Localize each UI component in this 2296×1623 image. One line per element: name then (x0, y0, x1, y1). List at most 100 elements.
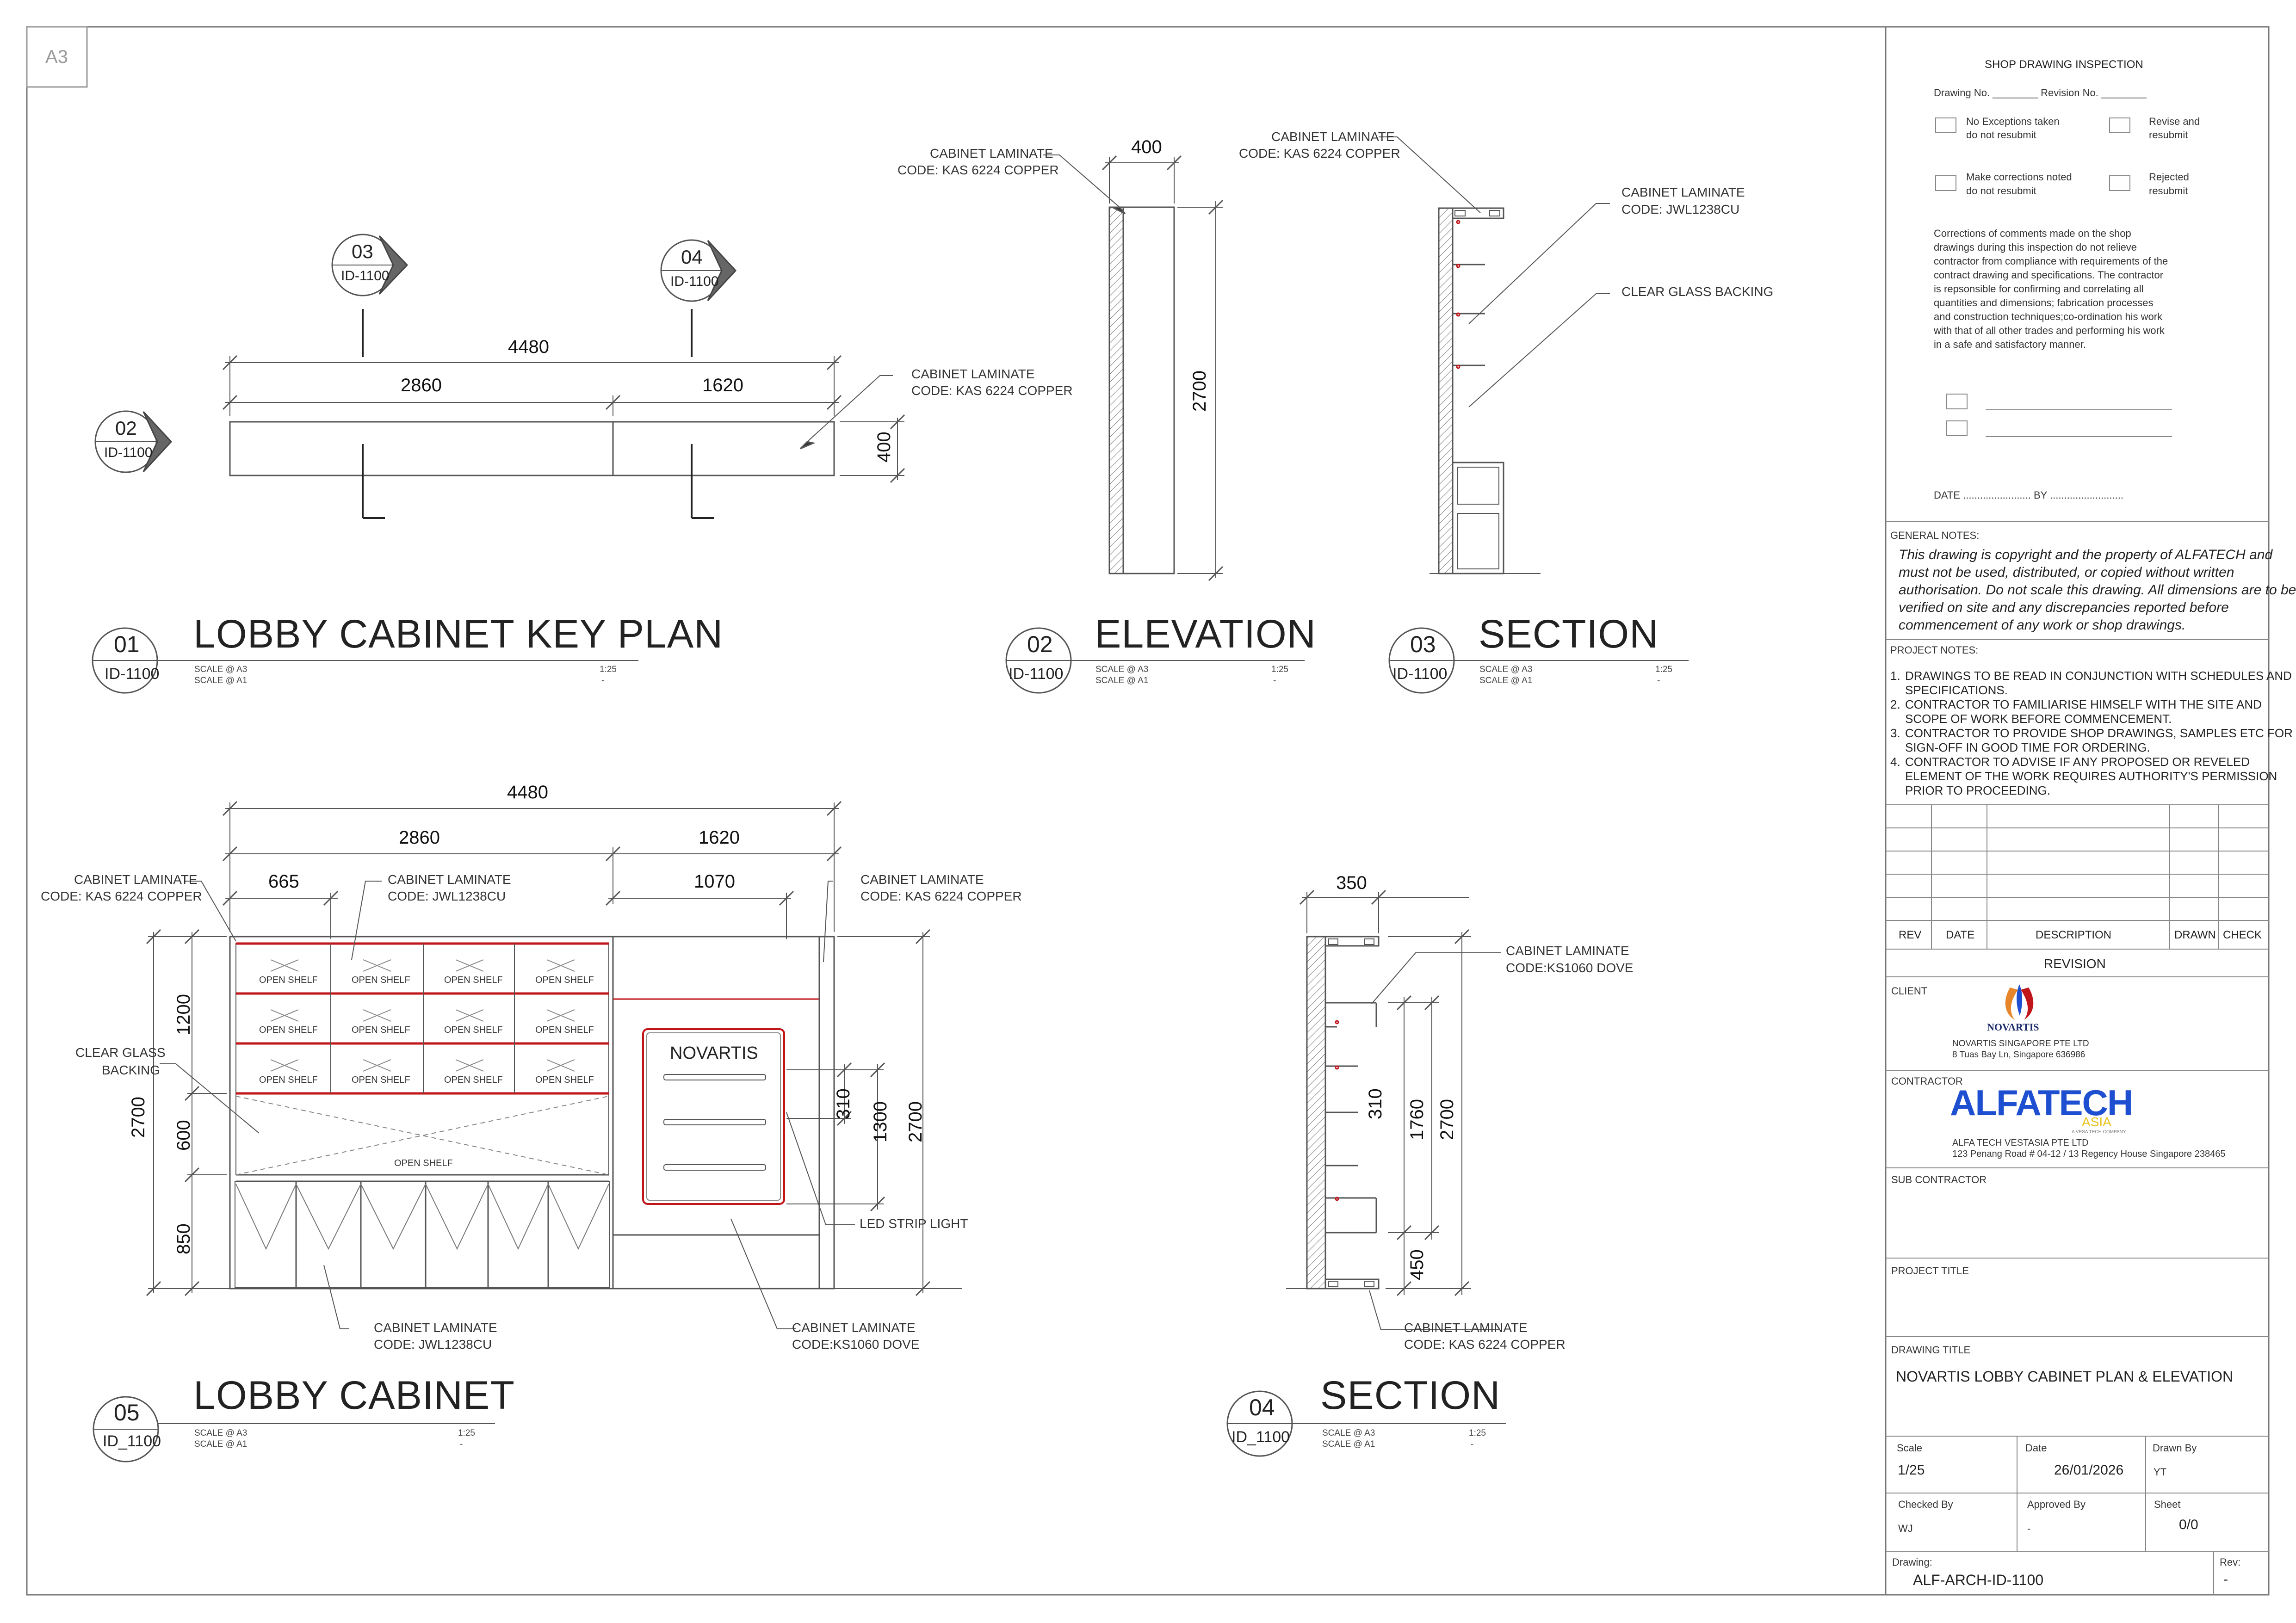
sec04-callout-bottom-line1: CABINET LAMINATE (1404, 1321, 1528, 1335)
project-note-number: 1. (1890, 669, 1900, 683)
project-note-line: DRAWINGS TO BE READ IN CONJUNCTION WITH … (1905, 669, 2292, 683)
project-note-line: CONTRACTOR TO PROVIDE SHOP DRAWINGS, SAM… (1905, 726, 2293, 740)
inspection-para-line: and construction techniques;co-ordinatio… (1934, 311, 2163, 322)
cab05-callout-topmid-line1: CABINET LAMINATE (388, 872, 511, 887)
view05-ratio: 1:25 (458, 1428, 475, 1438)
scale-label: Scale (1897, 1442, 1923, 1454)
contractor-logo-sub: ASIA (2082, 1115, 2111, 1129)
sec04-callout-top-line2: CODE:KS1060 DOVE (1506, 961, 1634, 975)
elev02-callout-line1: CABINET LAMINATE (930, 146, 1053, 160)
project-note-line: SCOPE OF WORK BEFORE COMMENCEMENT. (1905, 712, 2172, 726)
view05-ref: ID_1100 (103, 1432, 161, 1450)
inspection-opt1-line2: do not resubmit (1966, 129, 2036, 141)
view03-title: SECTION (1479, 612, 1659, 656)
client-label: CLIENT (1891, 985, 1928, 997)
cab05-callout-glass-line2: BACKING (102, 1063, 161, 1077)
cab05-callout-led: LED STRIP LIGHT (860, 1216, 968, 1231)
view02-ratio-a1: - (1273, 676, 1276, 685)
drawing-title-label: DRAWING TITLE (1891, 1344, 1971, 1356)
shelf-label: OPEN SHELF (259, 1075, 318, 1085)
contractor-name: ALFA TECH VESTASIA PTE LTD (1952, 1138, 2089, 1148)
view05-number: 05 (114, 1400, 140, 1426)
view03-ref: ID-1100 (1392, 665, 1448, 683)
cab05-callout-topright-line2: CODE: KAS 6224 COPPER (860, 889, 1022, 903)
view02-ref: ID-1100 (1009, 665, 1064, 683)
cab05-callout-topright-line1: CABINET LAMINATE (860, 872, 984, 887)
shelf-label: OPEN SHELF (535, 1025, 594, 1035)
sec04-c-dim: 2700 (1437, 1099, 1457, 1140)
cab05-r2-dim: 1300 (870, 1101, 891, 1142)
marker-03-num: 03 (352, 241, 373, 262)
cab05-callout-topmid-line2: CODE: JWL1238CU (388, 889, 506, 903)
elev02-height-dim: 2700 (1189, 370, 1210, 412)
project-title-label: PROJECT TITLE (1891, 1265, 1969, 1277)
cab05-callout-bottomleft-line2: CODE: JWL1238CU (374, 1337, 492, 1351)
keyplan-callout-line1: CABINET LAMINATE (911, 367, 1035, 381)
cab05-callout-topleft-line2: CODE: KAS 6224 COPPER (41, 889, 202, 903)
project-note-line: PRIOR TO PROCEEDING. (1905, 784, 2050, 797)
view04-ref: ID_1100 (1232, 1428, 1290, 1446)
drawing-label: Drawing: (1892, 1556, 1932, 1568)
elev02-width-dim: 400 (1131, 137, 1162, 157)
rev-value: - (2223, 1572, 2228, 1587)
inspection-para-line: with that of all other trades and perfor… (1934, 325, 2165, 336)
view04-scale-a3: SCALE @ A3 (1322, 1428, 1375, 1438)
cab05-h1-dim: 1200 (173, 994, 194, 1035)
cab05-callout-bottomleft-line1: CABINET LAMINATE (374, 1321, 497, 1335)
project-note-line: SIGN-OFF IN GOOD TIME FOR ORDERING. (1905, 741, 2150, 754)
project-notes-heading: PROJECT NOTES: (1890, 644, 1979, 656)
keyplan-callout-line2: CODE: KAS 6224 COPPER (911, 383, 1073, 398)
sheet-label: Sheet (2154, 1499, 2181, 1510)
drawn-by-label: Drawn By (2153, 1442, 2197, 1454)
shelf-label: OPEN SHELF (444, 1075, 503, 1085)
project-note-line: CONTRACTOR TO FAMILIARISE HIMSELF WITH T… (1905, 697, 2262, 711)
revision-heading: REVISION (2044, 957, 2106, 971)
checked-by-label: Checked By (1898, 1499, 1953, 1510)
cab05-r3-dim: 2700 (905, 1101, 926, 1142)
cab05-callout-bottomright-line1: CABINET LAMINATE (792, 1321, 916, 1335)
marker-02-ref: ID-1100 (104, 445, 153, 460)
client-address: 8 Tuas Bay Ln, Singapore 636986 (1952, 1050, 2086, 1060)
inspection-opt3-line1: Make corrections noted (1966, 171, 2072, 183)
scale-value: 1/25 (1898, 1463, 1925, 1478)
rev-label: Rev: (2220, 1556, 2241, 1568)
inspection-para-line: quantities and dimensions; fabrication p… (1934, 297, 2154, 309)
view04-number: 04 (1249, 1395, 1275, 1420)
drawing-number-value: ALF-ARCH-ID-1100 (1913, 1572, 2044, 1588)
approved-by-value: - (2027, 1523, 2031, 1534)
view03-ratio: 1:25 (1655, 665, 1672, 674)
project-note-number: 2. (1890, 697, 1900, 711)
shelf-label: OPEN SHELF (535, 1075, 594, 1085)
inspection-opt4-line2: resubmit (2149, 185, 2188, 197)
cab05-h3-dim: 850 (173, 1223, 194, 1254)
shelf-label: OPEN SHELF (352, 975, 410, 985)
keyplan-left-dim: 2860 (401, 375, 442, 395)
open-shelf-bottom-label: OPEN SHELF (394, 1158, 453, 1168)
cab05-panel-dim: 1070 (694, 871, 735, 892)
inspection-para-line: is repsonsible for confirming and correl… (1934, 283, 2144, 295)
sec03-callout-top-line2: CODE: KAS 6224 COPPER (1239, 146, 1400, 160)
view01-number: 01 (114, 631, 140, 657)
view02-scale-a3: SCALE @ A3 (1095, 665, 1149, 674)
sheet-value: 0/0 (2179, 1517, 2198, 1532)
general-notes-line: must not be used, distributed, or copied… (1899, 565, 2234, 580)
view04-scale-a1: SCALE @ A1 (1322, 1439, 1375, 1449)
general-notes-line: This drawing is copyright and the proper… (1899, 547, 2273, 562)
date-label: Date (2025, 1442, 2047, 1454)
inspection-date-by: DATE ........................ BY .......… (1934, 489, 2123, 501)
shelf-label: OPEN SHELF (444, 975, 503, 985)
project-note-number: 4. (1890, 755, 1900, 769)
sec03-callout-right-line2: CODE: JWL1238CU (1621, 202, 1740, 216)
drawing-title-value: NOVARTIS LOBBY CABINET PLAN & ELEVATION (1896, 1368, 2234, 1385)
view05-scale-a3: SCALE @ A3 (194, 1428, 248, 1438)
view05-scale-a1: SCALE @ A1 (194, 1439, 248, 1449)
inspection-para-line: contract drawing and specifications. The… (1934, 269, 2164, 281)
project-note-line: SPECIFICATIONS. (1905, 683, 2008, 697)
inspection-heading: SHOP DRAWING INSPECTION (1985, 58, 2143, 71)
contractor-label: CONTRACTOR (1891, 1075, 1963, 1087)
sheet-size-tab: A3 (45, 47, 68, 67)
inspection-opt4-line1: Rejected (2149, 171, 2189, 183)
view05-ratio-a1: - (460, 1439, 463, 1449)
inspection-opt2-line1: Revise and (2149, 116, 2200, 127)
general-notes-line: commencement of any work or shop drawing… (1899, 617, 2186, 633)
